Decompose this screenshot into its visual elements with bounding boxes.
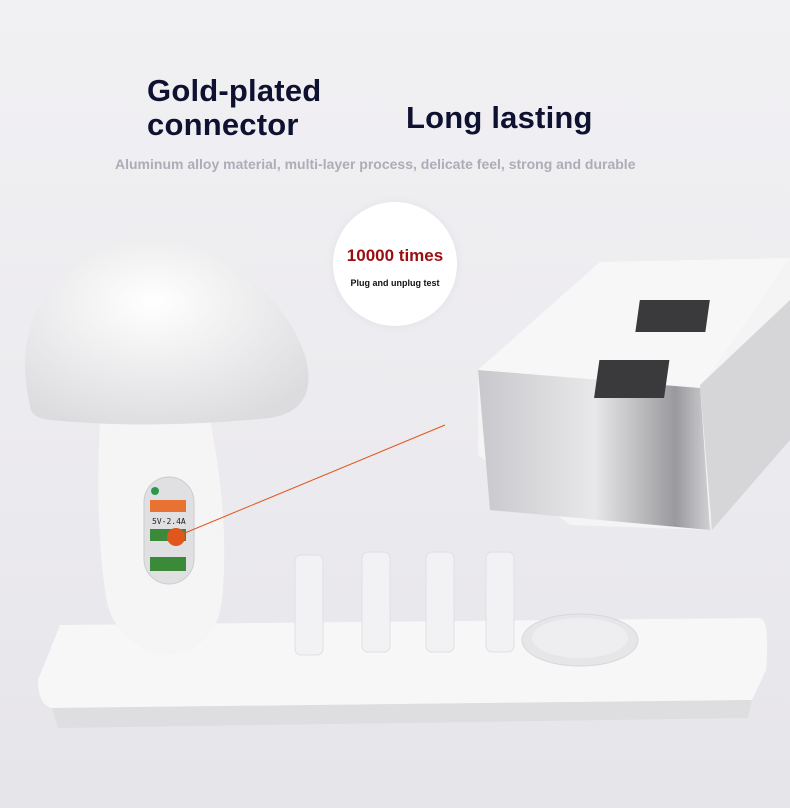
usb-connector — [478, 258, 790, 530]
port-label: 5V-2.4A — [152, 517, 186, 526]
badge-note: Plug and unplug test — [350, 278, 440, 288]
headline-long-lasting: Long lasting — [406, 100, 593, 135]
mushroom-lamp: 5V-2.4A — [25, 236, 446, 655]
charging-dock — [38, 551, 768, 728]
badge-count: 10000 times — [346, 246, 444, 265]
subtitle: Aluminum alloy material, multi-layer pro… — [115, 156, 636, 172]
callout-line — [179, 424, 446, 536]
headline-gold-plated: Gold-plated connector — [147, 73, 322, 142]
test-badge: 10000 times Plug and unplug test — [333, 202, 457, 326]
callout-dot — [167, 528, 185, 546]
